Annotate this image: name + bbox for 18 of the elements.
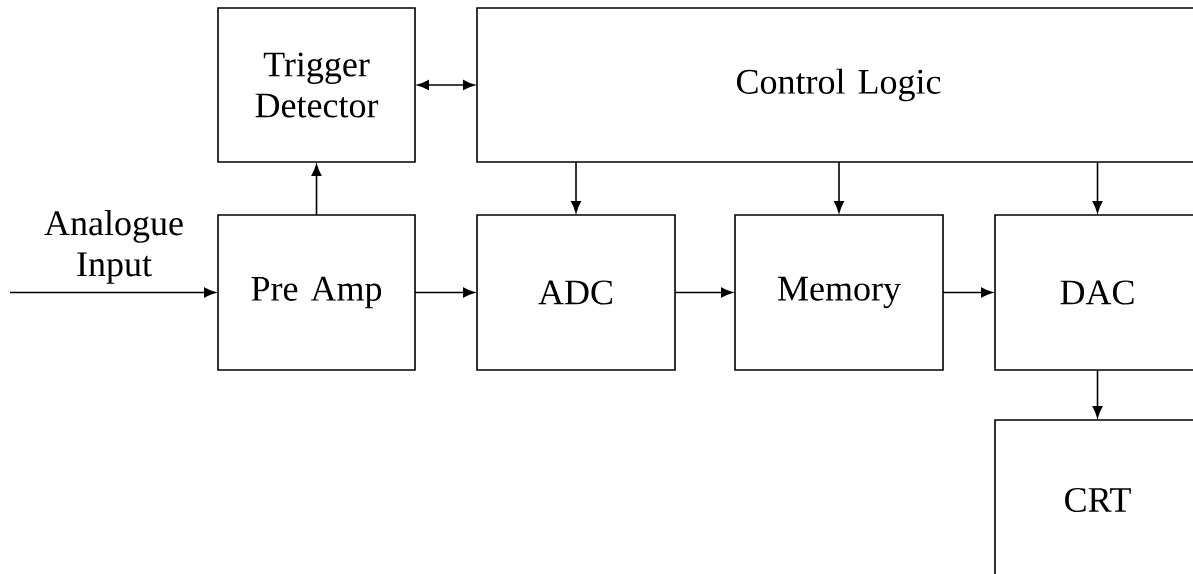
block-box: DAC xyxy=(994,214,1193,371)
arrow xyxy=(1092,369,1103,418)
arrow xyxy=(311,164,322,216)
block-box: ADC xyxy=(476,214,676,371)
arrow xyxy=(417,80,475,90)
block-box: CRT xyxy=(994,419,1193,574)
arrow xyxy=(1092,161,1103,213)
arrow xyxy=(9,287,216,298)
block-box: Memory xyxy=(734,214,944,371)
arrow xyxy=(414,287,475,298)
arrow xyxy=(942,287,993,298)
arrow xyxy=(674,287,733,298)
block-box: Trigger Detector xyxy=(217,7,416,163)
block-box: Pre Amp xyxy=(217,214,416,371)
arrow xyxy=(834,161,844,213)
block-box: Control Logic xyxy=(476,7,1193,163)
edge-label: Analogue Input xyxy=(44,210,183,284)
arrow xyxy=(571,161,581,213)
